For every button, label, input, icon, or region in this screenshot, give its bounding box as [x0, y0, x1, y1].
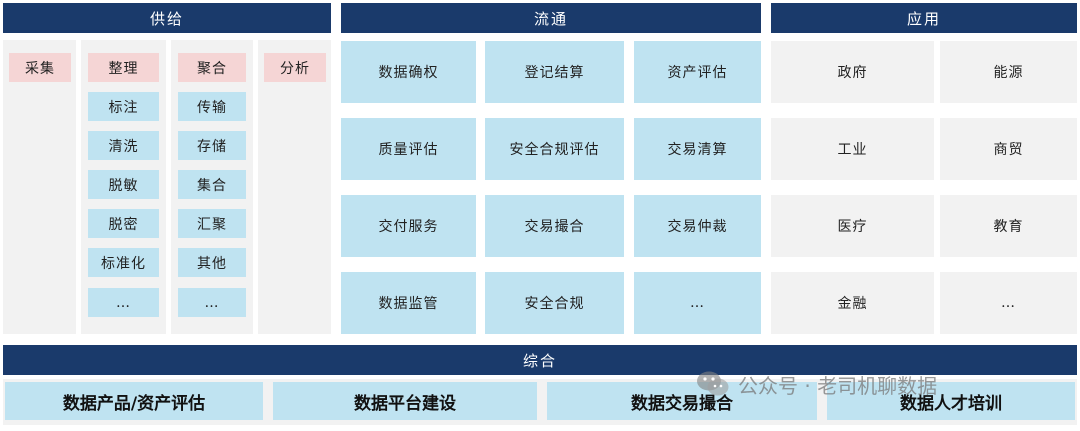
- supply-organize-item: 清洗: [88, 131, 159, 160]
- application-cell: …: [940, 272, 1077, 334]
- supply-organize-item: …: [88, 288, 159, 317]
- comprehensive-item: 数据产品/资产评估: [5, 382, 263, 420]
- circulation-cell: 质量评估: [341, 118, 476, 180]
- circulation-cell: 登记结算: [485, 41, 624, 103]
- supply-aggregate-item: …: [178, 288, 246, 317]
- supply-organize-title: 整理: [88, 53, 159, 82]
- circulation-cell: 数据监管: [341, 272, 476, 334]
- application-cell: 政府: [771, 41, 934, 103]
- supply-aggregate-item: 存储: [178, 131, 246, 160]
- supply-aggregate-item: 汇聚: [178, 209, 246, 238]
- circulation-cell: 数据确权: [341, 41, 476, 103]
- header-comprehensive: 综合: [3, 345, 1077, 375]
- comprehensive-item: 数据平台建设: [273, 382, 537, 420]
- application-cell: 能源: [940, 41, 1077, 103]
- header-circulation: 流通: [341, 3, 761, 33]
- comprehensive-item-label: 数据人才培训: [900, 393, 1002, 414]
- supply-aggregate-item: 传输: [178, 92, 246, 121]
- supply-collect: 采集: [9, 53, 71, 82]
- supply-organize-item: 标注: [88, 92, 159, 121]
- header-supply: 供给: [3, 3, 331, 33]
- circulation-cell: 安全合规评估: [485, 118, 624, 180]
- wechat-icon: [697, 371, 729, 396]
- watermark-text: 公众号 · 老司机聊数据: [738, 373, 938, 398]
- supply-aggregate-title: 聚合: [178, 53, 246, 82]
- circulation-cell: …: [634, 272, 761, 334]
- supply-aggregate-item: 集合: [178, 170, 246, 199]
- circulation-cell: 交付服务: [341, 195, 476, 257]
- circulation-cell: 交易撮合: [485, 195, 624, 257]
- application-cell: 工业: [771, 118, 934, 180]
- circulation-cell: 交易仲裁: [634, 195, 761, 257]
- circulation-cell: 安全合规: [485, 272, 624, 334]
- supply-aggregate-item: 其他: [178, 248, 246, 277]
- comprehensive-item: 数据人才培训: [827, 382, 1075, 420]
- application-cell: 金融: [771, 272, 934, 334]
- application-cell: 医疗: [771, 195, 934, 257]
- application-cell: 商贸: [940, 118, 1077, 180]
- comprehensive-item: 数据交易撮合: [547, 382, 817, 420]
- supply-organize-item: 标准化: [88, 248, 159, 277]
- supply-column-collect: [3, 40, 76, 334]
- supply-organize-item: 脱敏: [88, 170, 159, 199]
- supply-organize-item: 脱密: [88, 209, 159, 238]
- application-cell: 教育: [940, 195, 1077, 257]
- circulation-cell: 交易清算: [634, 118, 761, 180]
- supply-analyze: 分析: [264, 53, 326, 82]
- circulation-cell: 资产评估: [634, 41, 761, 103]
- supply-column-analyze: [258, 40, 331, 334]
- header-application: 应用: [771, 3, 1077, 33]
- watermark: 公众号 · 老司机聊数据: [696, 366, 937, 402]
